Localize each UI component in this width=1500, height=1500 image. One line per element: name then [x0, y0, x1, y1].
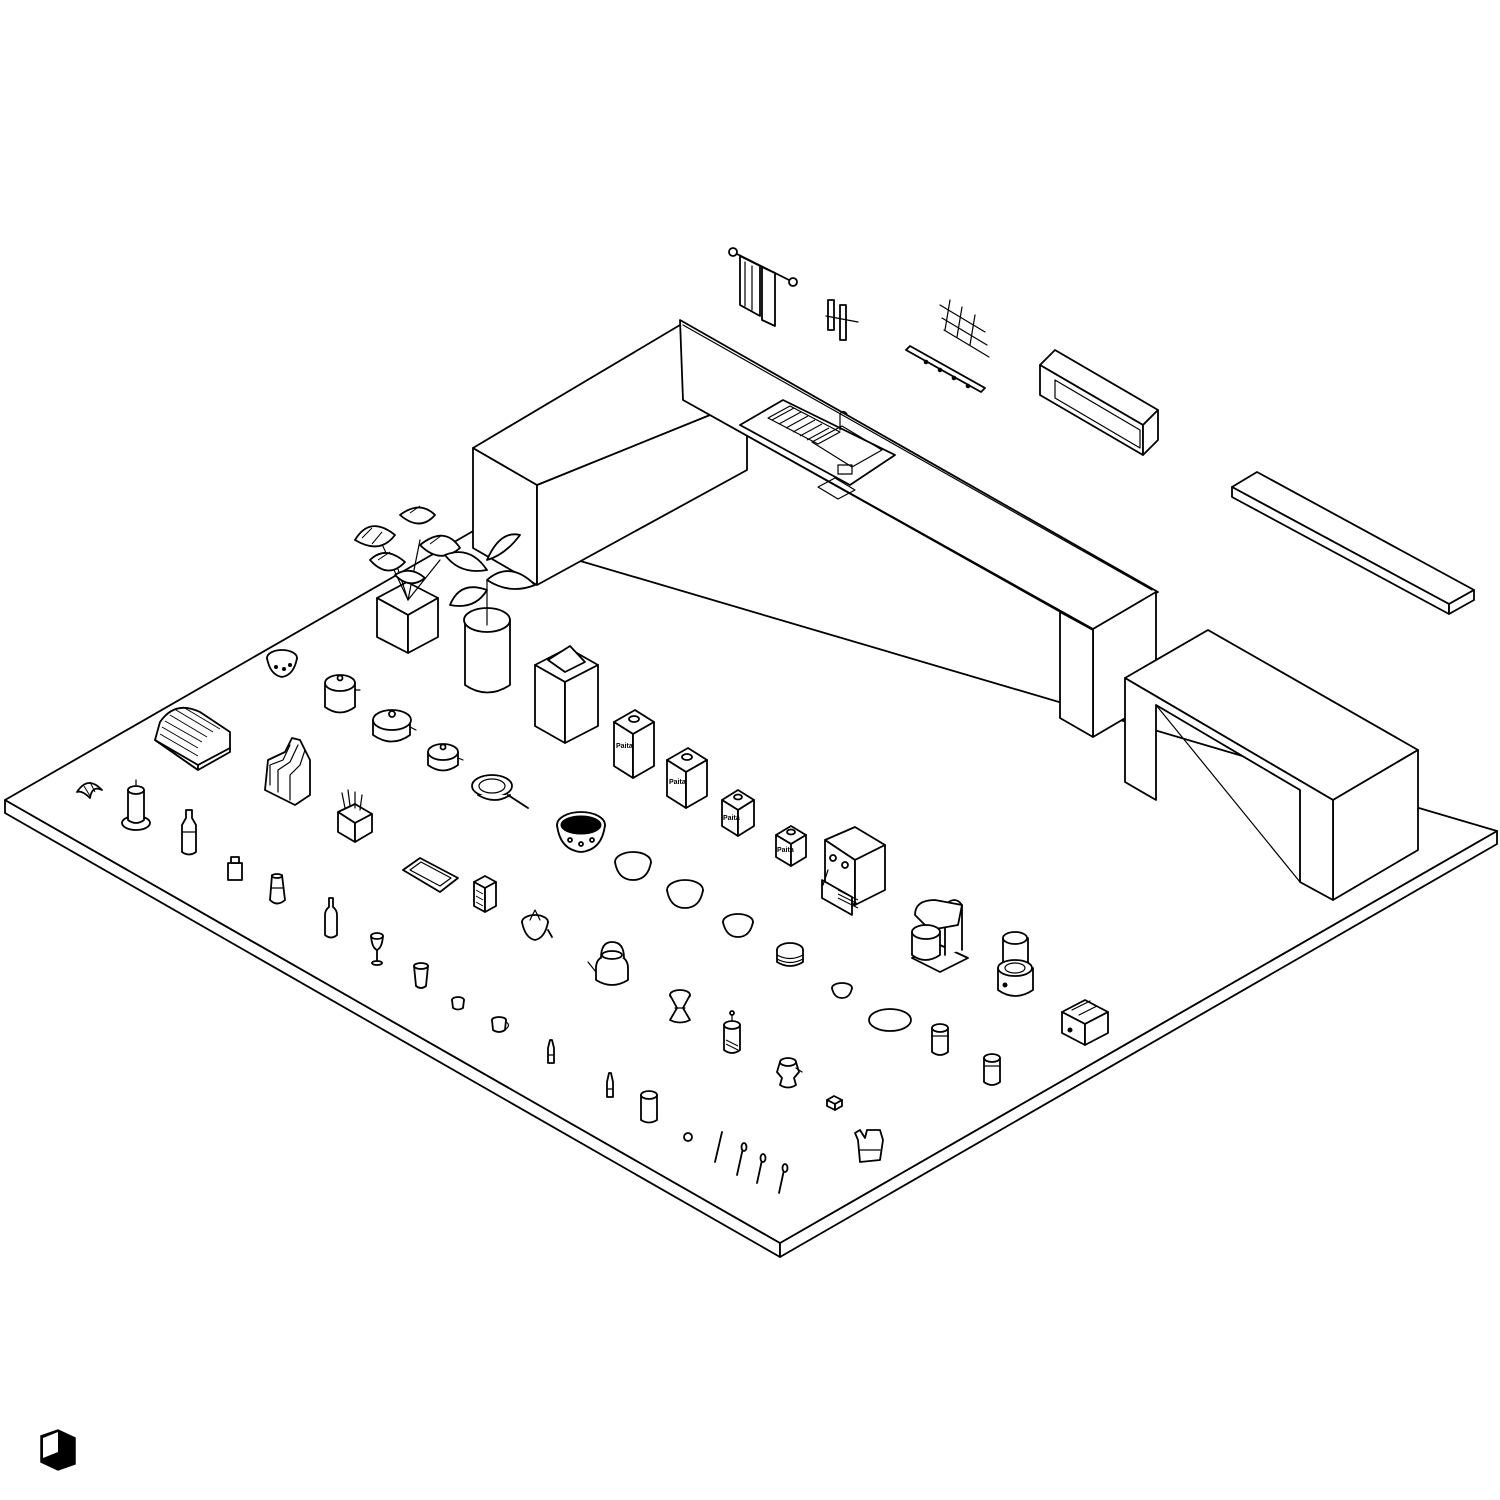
colander	[267, 650, 297, 677]
canister-1-label: Paita	[616, 743, 633, 750]
pepper-mill-1	[548, 1040, 554, 1063]
towel-rail-icon	[729, 248, 797, 326]
trash-bin	[535, 646, 598, 743]
stock-pot	[325, 675, 360, 713]
croissant-icon	[77, 782, 102, 798]
bread-bin	[155, 707, 230, 770]
knife-block	[338, 790, 372, 842]
canister-3: Paita	[722, 790, 754, 836]
canister-1: Paita	[614, 710, 654, 778]
knife-magnet-icon	[826, 300, 858, 340]
canister-4: Paita	[776, 826, 806, 866]
canister-2-label: Paita	[669, 779, 686, 786]
bowl-1	[615, 852, 651, 880]
casserole-pot	[373, 710, 416, 742]
plate-stack	[777, 943, 803, 966]
paper-towel-holder	[122, 780, 150, 830]
carafe	[270, 874, 285, 904]
egg-icon	[684, 1133, 692, 1141]
tablet-tray	[403, 858, 458, 892]
blender	[998, 932, 1033, 996]
rubber-plant	[445, 534, 535, 692]
plate	[869, 1009, 911, 1031]
toaster	[1062, 1000, 1108, 1045]
kettle	[588, 942, 628, 985]
stand-mixer	[912, 900, 968, 972]
wine-bottle	[325, 898, 337, 938]
tumbler-glass	[414, 963, 428, 988]
wine-rack-grid	[940, 300, 989, 357]
monstera-plant	[355, 506, 460, 653]
counter-right-wing-leg	[1060, 612, 1093, 737]
mug	[492, 1017, 509, 1032]
moka-pot	[777, 1058, 802, 1088]
wine-glass	[371, 933, 383, 965]
jar-1	[932, 1024, 948, 1055]
wall-shelf-channel	[1040, 350, 1158, 455]
canister-4-label: Paita	[777, 847, 794, 854]
oil-bottle	[182, 810, 196, 855]
frying-pan	[472, 775, 528, 808]
spice-jar	[228, 857, 242, 880]
patterned-bowl	[557, 812, 605, 852]
utensils	[715, 1132, 788, 1193]
canister-3-label: Paita	[723, 815, 740, 822]
french-press	[724, 1011, 740, 1053]
pour-over-coffee	[670, 990, 690, 1023]
bowl-3	[723, 914, 753, 937]
espresso-machine	[822, 827, 885, 915]
kitchen-island	[1125, 630, 1418, 900]
cube-logo-icon	[40, 1429, 76, 1471]
sink	[740, 400, 895, 499]
l-shaped-counter	[473, 320, 1158, 737]
box-grater	[474, 876, 496, 912]
wall-shelf-long	[1232, 472, 1474, 614]
jar-2	[984, 1054, 1000, 1085]
tall-glass	[641, 1091, 657, 1123]
floor-slab	[5, 530, 1497, 1257]
cutting-boards	[265, 738, 310, 805]
bowl-2	[667, 880, 703, 908]
canister-2: Paita	[667, 748, 707, 808]
oven-mitt-icon	[855, 1130, 883, 1162]
espresso-cup	[452, 997, 464, 1010]
small-bowl	[832, 983, 852, 998]
sauce-pot	[428, 744, 463, 771]
utensil-rail	[906, 346, 985, 392]
counter-right-wing-top	[680, 320, 1158, 629]
citrus-juicer	[522, 910, 552, 940]
pepper-mill-2	[607, 1073, 613, 1097]
sponge-icon	[827, 1096, 842, 1110]
